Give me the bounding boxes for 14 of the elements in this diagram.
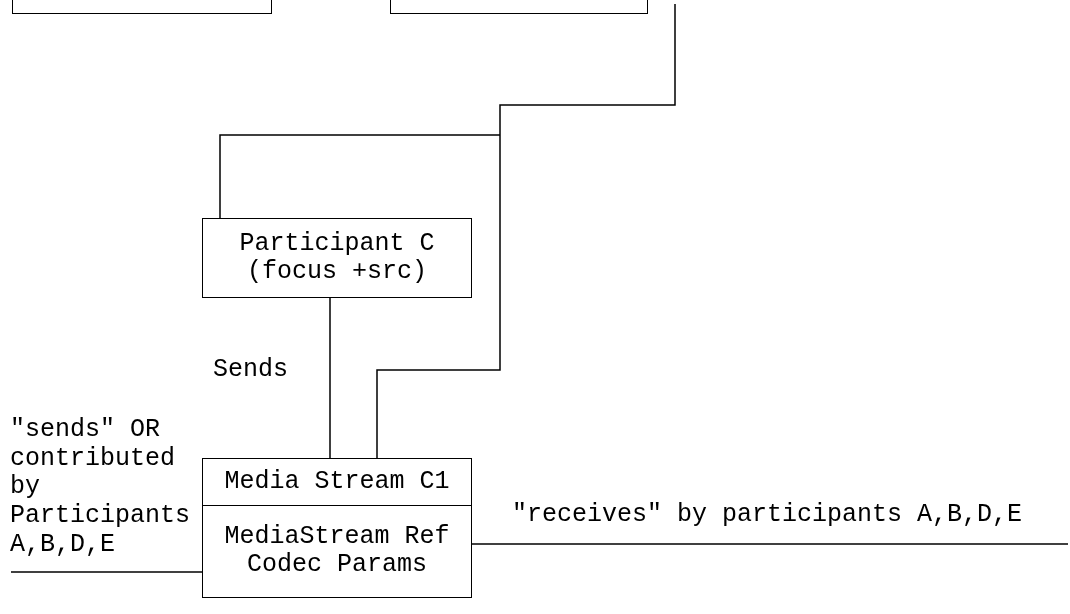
- edge-label: "receives" by participants A,B,D,E: [512, 501, 1024, 530]
- connector-line: [10, 571, 203, 573]
- stream-details: MediaStream Ref Codec Params: [223, 523, 451, 580]
- connector-line: [376, 3, 676, 459]
- connector-line: [329, 297, 331, 459]
- edge-label: "sends" OR contributed by Participants A,B,D,E: [10, 416, 192, 560]
- connector-line: [219, 134, 501, 219]
- edge-label: Sends: [213, 356, 289, 385]
- participant-box: [202, 218, 472, 298]
- media-stream-box: [202, 458, 472, 598]
- connector-line: [471, 543, 1069, 545]
- stream-name: Media Stream C1: [224, 467, 450, 496]
- participant-name: Participant C: [239, 230, 435, 258]
- participant-role: (focus +src): [247, 258, 427, 286]
